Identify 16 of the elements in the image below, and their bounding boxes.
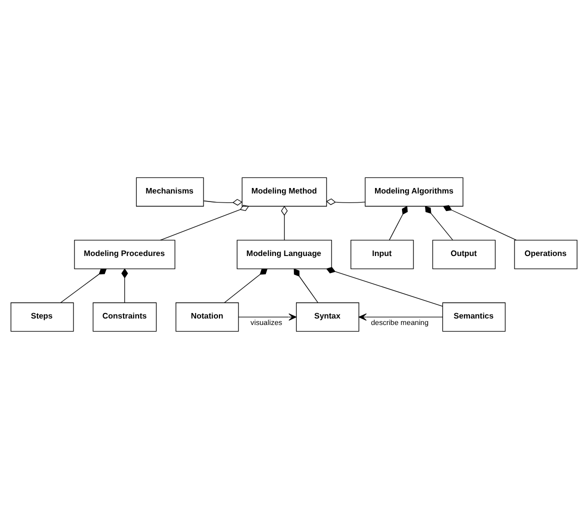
connector: [224, 268, 268, 302]
edge-label: visualizes: [250, 317, 282, 326]
connector: [160, 204, 250, 240]
connector: [326, 198, 366, 205]
arrow: [238, 312, 297, 320]
connector: [389, 205, 408, 240]
connector: [424, 206, 453, 240]
connector: [294, 268, 318, 302]
connector: [281, 205, 288, 240]
connector: [121, 268, 128, 302]
connector: [60, 268, 107, 302]
connector: [443, 204, 517, 240]
connector: [326, 266, 443, 306]
arrow: [358, 312, 443, 320]
connector: [203, 198, 242, 206]
edge-label: describe meaning: [370, 317, 429, 326]
